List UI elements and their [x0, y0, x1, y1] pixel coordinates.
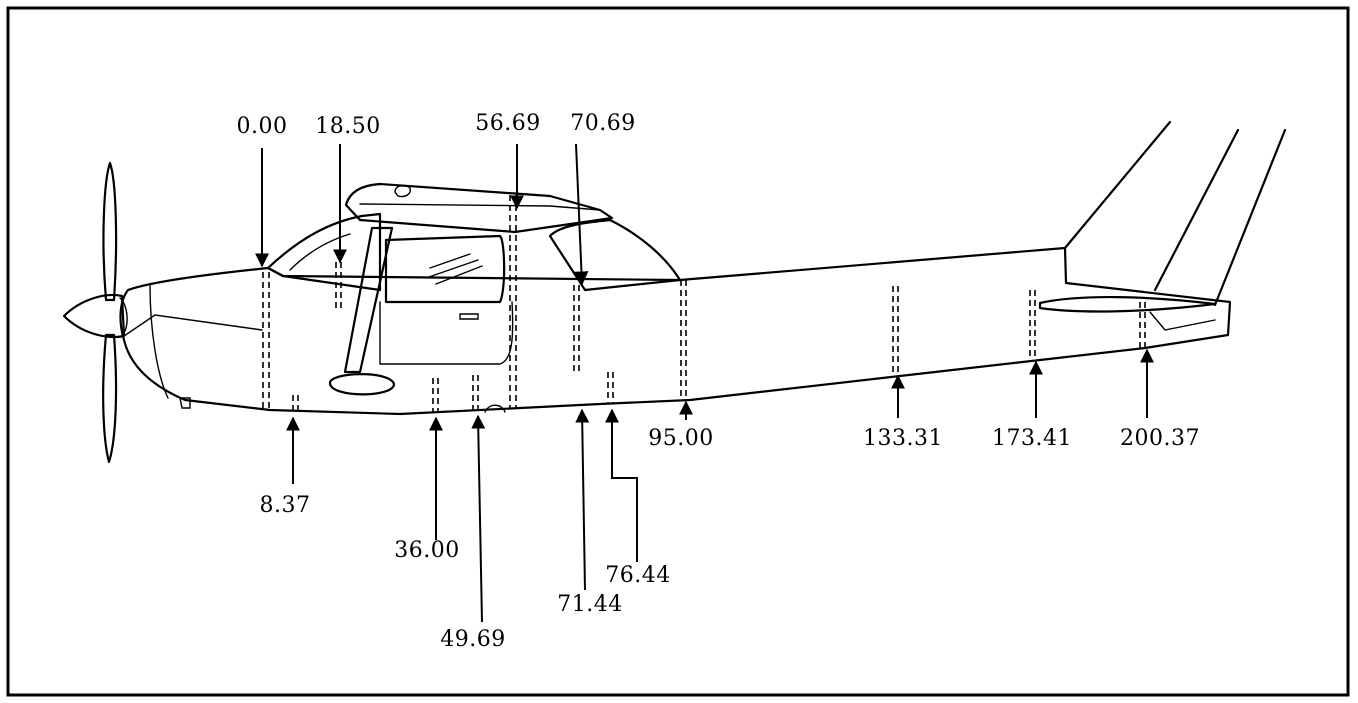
cabin	[266, 182, 682, 413]
station-labels: 0.00 18.50 56.69 70.69 8.37 36.00 49.69 …	[237, 111, 1200, 652]
propeller	[62, 161, 128, 464]
station-label-49-69: 49.69	[440, 627, 505, 652]
station-label-76-44: 76.44	[605, 563, 670, 588]
station-label-8-37: 8.37	[260, 493, 311, 518]
station-label-200-37: 200.37	[1120, 426, 1200, 451]
station-lines	[262, 195, 1146, 412]
station-label-56-69: 56.69	[475, 111, 540, 136]
station-label-71-44: 71.44	[557, 592, 622, 617]
leader-arrows	[255, 143, 1154, 623]
station-label-18-50: 18.50	[315, 114, 380, 139]
frame-border	[6, 6, 1350, 697]
station-label-173-41: 173.41	[992, 426, 1072, 451]
fuselage	[119, 246, 1232, 416]
tail-assembly	[1038, 120, 1287, 331]
station-label-95-00: 95.00	[648, 426, 713, 451]
station-label-133-31: 133.31	[863, 426, 943, 451]
station-label-36-00: 36.00	[394, 538, 459, 563]
station-label-70-69: 70.69	[570, 111, 635, 136]
station-label-0: 0.00	[237, 114, 288, 139]
